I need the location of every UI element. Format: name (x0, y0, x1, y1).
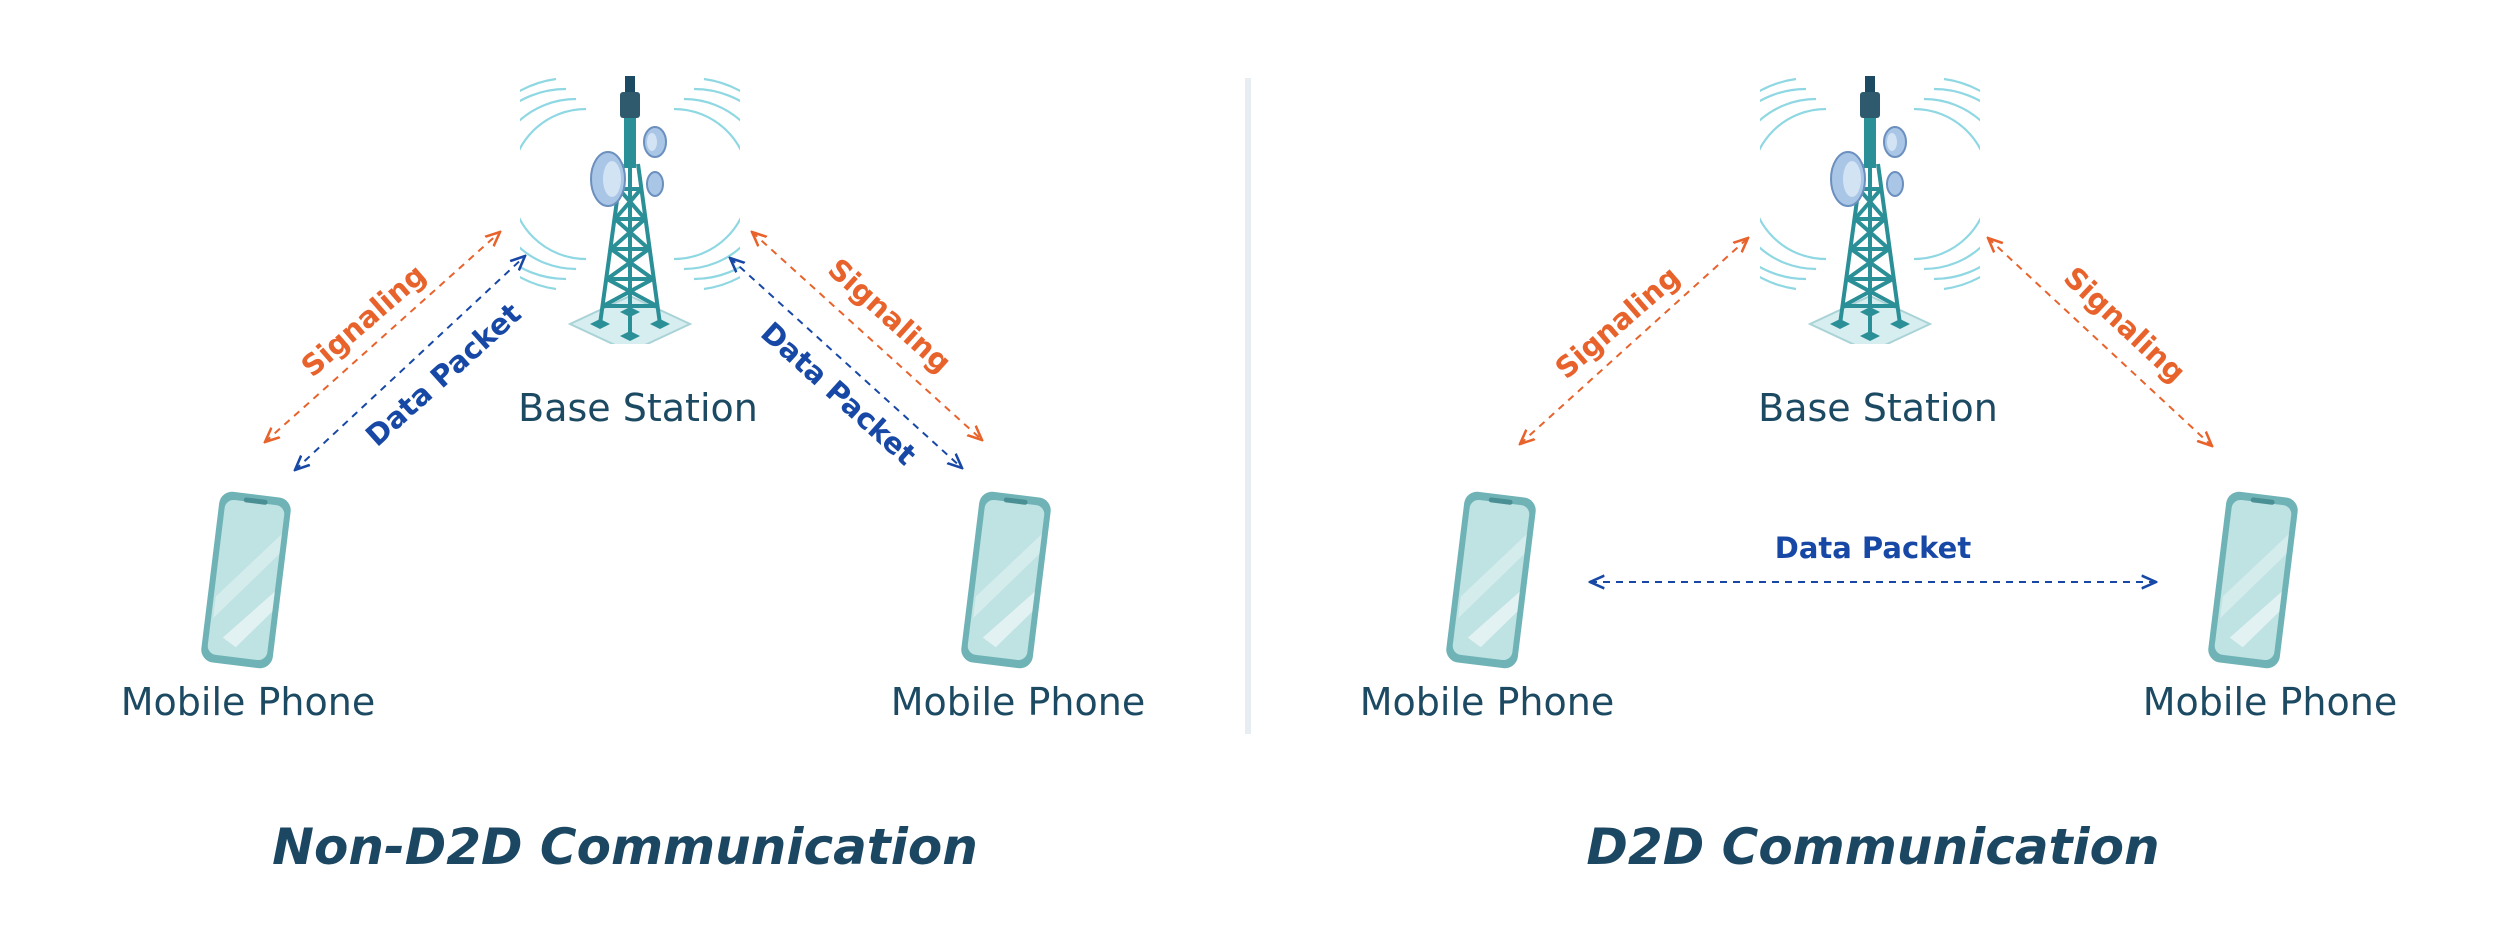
panel-divider (1245, 78, 1251, 734)
d2d-diagram: Signaling Signaling Data Packet (1444, 74, 2300, 670)
base-station-label: Base Station (1758, 386, 1998, 430)
mobile-phone-icon (959, 490, 1053, 670)
signaling-arrow-right (1988, 238, 2212, 446)
signaling-label-right: Signaling (2057, 260, 2192, 389)
cell-tower-icon (1760, 74, 1980, 344)
mobile-phone-label-right: Mobile Phone (2142, 680, 2398, 724)
mobile-phone-label-left: Mobile Phone (1359, 680, 1615, 724)
mobile-phone-label-left: Mobile Phone (120, 680, 376, 724)
data-packet-arrow-left (295, 256, 525, 470)
signaling-label-left: Signaling (295, 257, 433, 383)
non-d2d-title: Non-D2D Communication (272, 818, 978, 876)
d2d-panel: Signaling Signaling Data Packet Base Sta… (1250, 0, 2500, 932)
d2d-title: D2D Communication (1586, 818, 2160, 876)
data-packet-label: Data Packet (1775, 531, 1972, 565)
mobile-phone-icon (2206, 490, 2300, 670)
mobile-phone-icon (199, 490, 293, 670)
mobile-phone-label-right: Mobile Phone (890, 680, 1146, 724)
non-d2d-diagram: Signaling Data Packet Signaling Data Pac… (199, 74, 1053, 670)
signaling-label-right: Signaling (821, 252, 958, 380)
signaling-arrow-left (1520, 238, 1748, 444)
non-d2d-panel: Signaling Data Packet Signaling Data Pac… (120, 74, 1146, 876)
signaling-label-left: Signaling (1549, 259, 1687, 385)
base-station-label: Base Station (518, 386, 758, 430)
mobile-phone-icon (1444, 490, 1538, 670)
data-packet-arrow-right (730, 258, 962, 468)
